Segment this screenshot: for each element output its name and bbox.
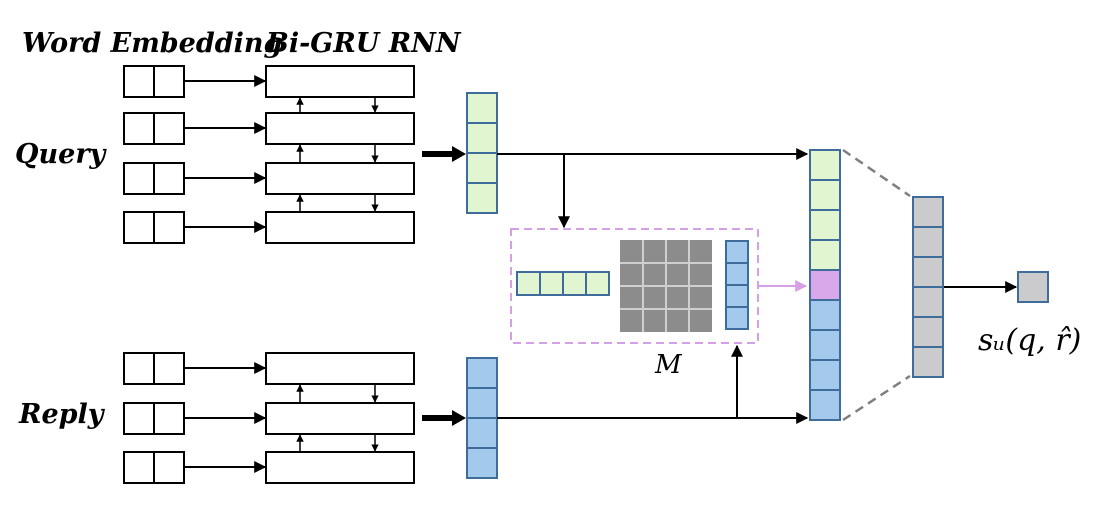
reply-gru-cell <box>265 352 415 385</box>
reply-embedding <box>123 402 185 435</box>
reply-embed-arrows <box>184 362 267 473</box>
encoder-output-arrows <box>422 146 466 426</box>
score-label: sᵤ(q, r̂) <box>978 323 1081 358</box>
reply-embedding <box>123 451 185 484</box>
query-gru-cell <box>265 112 415 145</box>
concatenated-vector <box>809 149 841 421</box>
output-score-box <box>1017 271 1049 303</box>
projection-dashed-lines <box>842 148 911 422</box>
query-embedding <box>123 112 185 145</box>
query-gru-cell <box>265 65 415 98</box>
connector-lines <box>497 148 1018 424</box>
query-gru-cells <box>265 65 415 244</box>
query-embedding <box>123 65 185 98</box>
query-embedding <box>123 211 185 244</box>
query-transposed-vector <box>516 271 610 296</box>
reply-label: Reply <box>18 399 106 430</box>
mlp-hidden-vector <box>912 196 944 378</box>
query-embed-arrows <box>184 75 267 233</box>
matrix-label: M <box>654 350 683 380</box>
reply-gru-cell <box>265 402 415 435</box>
word-embedding-label: Word Embedding <box>22 28 282 59</box>
query-vector <box>466 92 498 214</box>
query-gru-cell <box>265 162 415 195</box>
reply-embeddings <box>123 352 185 484</box>
query-embeddings <box>123 65 185 244</box>
bi-gru-label: Bi-GRU RNN <box>265 28 462 59</box>
query-label: Query <box>15 139 108 170</box>
reply-vector <box>466 357 498 479</box>
query-gru-bidirectional-arrows <box>296 97 379 212</box>
query-gru-cell <box>265 211 415 244</box>
reply-small-vector <box>725 240 749 330</box>
query-embedding <box>123 162 185 195</box>
reply-gru-cell <box>265 451 415 484</box>
reply-gru-cells <box>265 352 415 484</box>
reply-embedding <box>123 352 185 385</box>
matrix-m <box>620 240 712 332</box>
reply-gru-bidirectional-arrows <box>296 384 379 452</box>
